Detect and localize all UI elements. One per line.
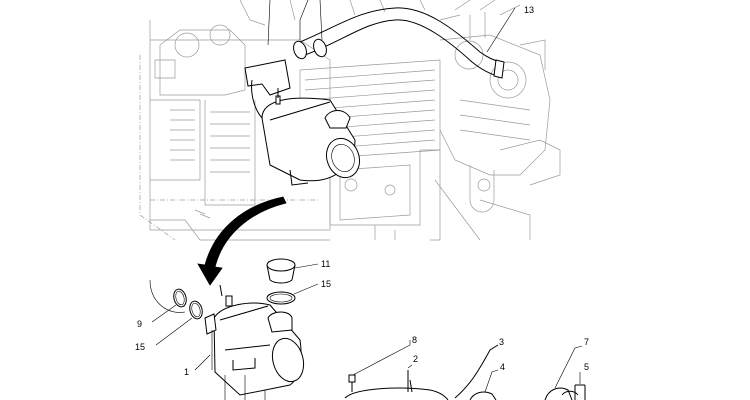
callout-3: 3: [499, 337, 504, 347]
part-5-valve: [561, 372, 586, 400]
mounted-air-intake-hose: [267, 0, 505, 79]
part-2-filter-element: [344, 364, 449, 400]
part-1-air-filter: [194, 284, 305, 400]
engine-bay-drawing: [139, 0, 561, 241]
callout-15-upper: 15: [321, 279, 331, 289]
part-7-seal: [544, 345, 583, 400]
mounted-air-filter-housing: [244, 59, 361, 186]
part-3-cover: [454, 344, 499, 399]
callout-1: 1: [184, 367, 189, 377]
part-15-clamp-lower: [155, 300, 203, 346]
callout-9: 9: [137, 319, 142, 329]
leader-13: [486, 7, 516, 53]
arrow-icon: [197, 196, 287, 286]
part-9-clamp: [149, 279, 187, 323]
callout-11: 11: [321, 259, 330, 269]
callout-4: 4: [500, 362, 505, 372]
callout-2: 2: [413, 354, 418, 364]
part-4-element: [469, 369, 499, 400]
callout-15-lower: 15: [135, 342, 145, 352]
callout-13: 13: [524, 5, 534, 15]
part-15-clamp-upper: [266, 283, 319, 305]
callout-7: 7: [584, 337, 589, 347]
part-8-sensor: [348, 340, 411, 392]
callout-8: 8: [412, 335, 417, 345]
callout-5: 5: [584, 362, 589, 372]
part-11-sleeve: [266, 258, 319, 284]
